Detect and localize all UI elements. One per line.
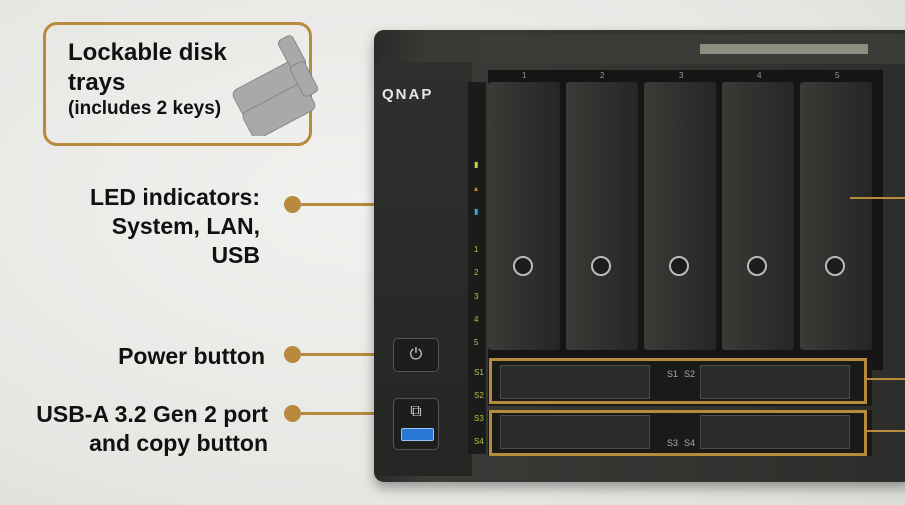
led-label: 1 — [474, 245, 479, 254]
tray-lock-icon[interactable] — [825, 256, 845, 276]
bay-callout-line — [850, 197, 905, 199]
ssd-tray[interactable] — [700, 415, 850, 449]
power-callout-line — [298, 353, 392, 356]
power-callout-dot — [284, 346, 301, 363]
power-button-label: Power button — [118, 343, 265, 369]
drive-tray[interactable] — [488, 82, 560, 350]
usb-port — [401, 428, 434, 441]
status-led-system: ▮ — [474, 160, 479, 169]
bay-number: 3 — [679, 71, 684, 80]
ssd-highlight-bottom — [489, 410, 867, 456]
ssd-label: S3 — [667, 438, 679, 448]
ssd-highlight-top — [489, 358, 867, 404]
ssd-callout-line-bottom — [866, 430, 905, 432]
lockable-trays-title: Lockable disk trays — [68, 39, 227, 96]
copy-button[interactable]: ⧉ — [393, 398, 439, 450]
led-label: S3 — [474, 414, 484, 423]
led-indicators-label: LED indicators: System, LAN, USB — [90, 184, 260, 268]
led-callout-dot — [284, 196, 301, 213]
usb-callout-dot — [284, 405, 301, 422]
drive-tray[interactable] — [722, 82, 794, 350]
ssd-tray[interactable] — [700, 365, 850, 399]
ssd-label: S2 — [684, 369, 696, 379]
led-label: S4 — [474, 437, 484, 446]
ssd-tray[interactable] — [500, 415, 650, 449]
ssd-tray[interactable] — [500, 365, 650, 399]
tray-lock-icon[interactable] — [591, 256, 611, 276]
tray-lock-icon[interactable] — [747, 256, 767, 276]
led-label: S1 — [474, 368, 484, 377]
led-label: 5 — [474, 338, 479, 347]
top-sticker — [700, 44, 868, 54]
power-button[interactable]: ⏻ — [393, 338, 439, 372]
brand-logo: QNAP — [382, 86, 434, 103]
key-icon — [232, 35, 319, 136]
tray-lock-icon[interactable] — [669, 256, 689, 276]
ssd-callout-line-top — [866, 378, 905, 380]
led-label: 3 — [474, 292, 479, 301]
drive-tray[interactable] — [566, 82, 638, 350]
led-label: 4 — [474, 315, 479, 324]
led-label: S2 — [474, 391, 484, 400]
usb-callout-line — [298, 412, 392, 415]
ssd-label: S4 — [684, 438, 696, 448]
bay-number: 5 — [835, 71, 840, 80]
tray-lock-icon[interactable] — [513, 256, 533, 276]
lockable-trays-subtitle: (includes 2 keys) — [68, 98, 222, 119]
status-led-usb: ▮ — [474, 207, 479, 216]
usb-port-label: USB-A 3.2 Gen 2 port and copy button — [36, 401, 268, 456]
drive-tray[interactable] — [644, 82, 716, 350]
bay-number: 1 — [522, 71, 527, 80]
bay-number: 2 — [600, 71, 605, 80]
status-led-lan: ▴ — [474, 184, 479, 193]
ssd-label: S1 — [667, 369, 679, 379]
led-label: 2 — [474, 268, 479, 277]
led-strip — [468, 82, 486, 454]
bay-number: 4 — [757, 71, 762, 80]
drive-tray[interactable] — [800, 82, 872, 350]
